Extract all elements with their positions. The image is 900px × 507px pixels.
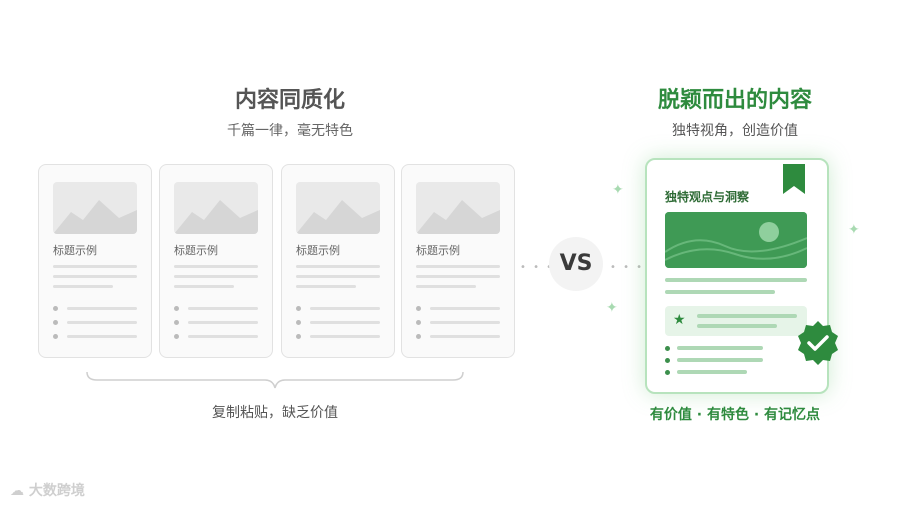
text-line (296, 265, 380, 268)
generic-card: 标题示例 (401, 164, 515, 358)
text-line (67, 307, 137, 310)
text-line (416, 275, 500, 278)
card-label: 标题示例 (416, 244, 460, 257)
text-line (310, 307, 380, 310)
generic-card: 标题示例 (281, 164, 395, 358)
bullet (53, 334, 58, 339)
watermark-text: 大数跨境 (28, 483, 85, 499)
text-line (310, 321, 380, 324)
text-line (665, 290, 775, 294)
text-line (310, 335, 380, 338)
bullet (53, 320, 58, 325)
dotted-connector: • • • (610, 262, 645, 273)
text-line (677, 358, 763, 362)
text-line (697, 324, 777, 328)
bullet (174, 320, 179, 325)
text-line (296, 285, 356, 288)
sparkle-icon: ✦ (606, 300, 618, 316)
watermark-logo: ☁ 大数跨境 (10, 480, 85, 500)
standout-card: 独特观点与洞察 ★ (645, 158, 829, 394)
card-label: 标题示例 (174, 244, 218, 257)
text-line (188, 307, 258, 310)
text-line (430, 307, 500, 310)
bullet (296, 306, 301, 311)
text-line (53, 265, 137, 268)
generic-card: 标题示例 (38, 164, 152, 358)
text-line (677, 370, 747, 374)
image-placeholder-icon (416, 182, 500, 234)
bullet (416, 306, 421, 311)
image-placeholder-icon (296, 182, 380, 234)
bullet (665, 358, 670, 363)
landscape-image-icon (665, 212, 807, 268)
text-line (697, 314, 797, 318)
text-line (296, 275, 380, 278)
text-line (677, 346, 763, 350)
text-line (188, 335, 258, 338)
left-title: 内容同质化 (234, 88, 345, 113)
text-line (416, 285, 476, 288)
text-line (53, 285, 113, 288)
bullet (416, 320, 421, 325)
bookmark-icon (783, 164, 805, 194)
bullet (665, 370, 670, 375)
bullet (174, 306, 179, 311)
vs-badge: VS (549, 237, 603, 291)
generic-card: 标题示例 (159, 164, 273, 358)
card-label: 标题示例 (296, 244, 340, 257)
highlight-box: ★ (665, 306, 807, 336)
dotted-connector: • • • (520, 262, 555, 273)
text-line (174, 275, 258, 278)
bullet (53, 306, 58, 311)
verified-check-icon (798, 321, 838, 365)
star-icon: ★ (673, 312, 686, 328)
card-label: 标题示例 (53, 244, 97, 257)
right-subtitle: 独特视角，创造价值 (672, 123, 798, 139)
bullet (416, 334, 421, 339)
right-footer: 有价值 · 有特色 · 有记忆点 (649, 407, 821, 423)
left-subtitle: 千篇一律，毫无特色 (227, 123, 353, 139)
brace-icon (86, 371, 464, 389)
text-line (174, 265, 258, 268)
text-line (53, 275, 137, 278)
left-footer: 复制粘贴，缺乏价值 (212, 405, 338, 421)
bullet (296, 334, 301, 339)
right-title: 脱颖而出的内容 (657, 88, 812, 113)
standout-card-title: 独特观点与洞察 (665, 190, 750, 204)
sparkle-icon: ✦ (612, 182, 624, 198)
sparkle-icon: ✦ (848, 222, 860, 238)
image-placeholder-icon (174, 182, 258, 234)
text-line (174, 285, 234, 288)
bullet (665, 346, 670, 351)
logo-icon: ☁ (10, 483, 29, 499)
bullet (296, 320, 301, 325)
text-line (416, 265, 500, 268)
text-line (430, 335, 500, 338)
text-line (665, 278, 807, 282)
image-placeholder-icon (53, 182, 137, 234)
text-line (67, 321, 137, 324)
text-line (67, 335, 137, 338)
bullet (174, 334, 179, 339)
text-line (188, 321, 258, 324)
text-line (430, 321, 500, 324)
